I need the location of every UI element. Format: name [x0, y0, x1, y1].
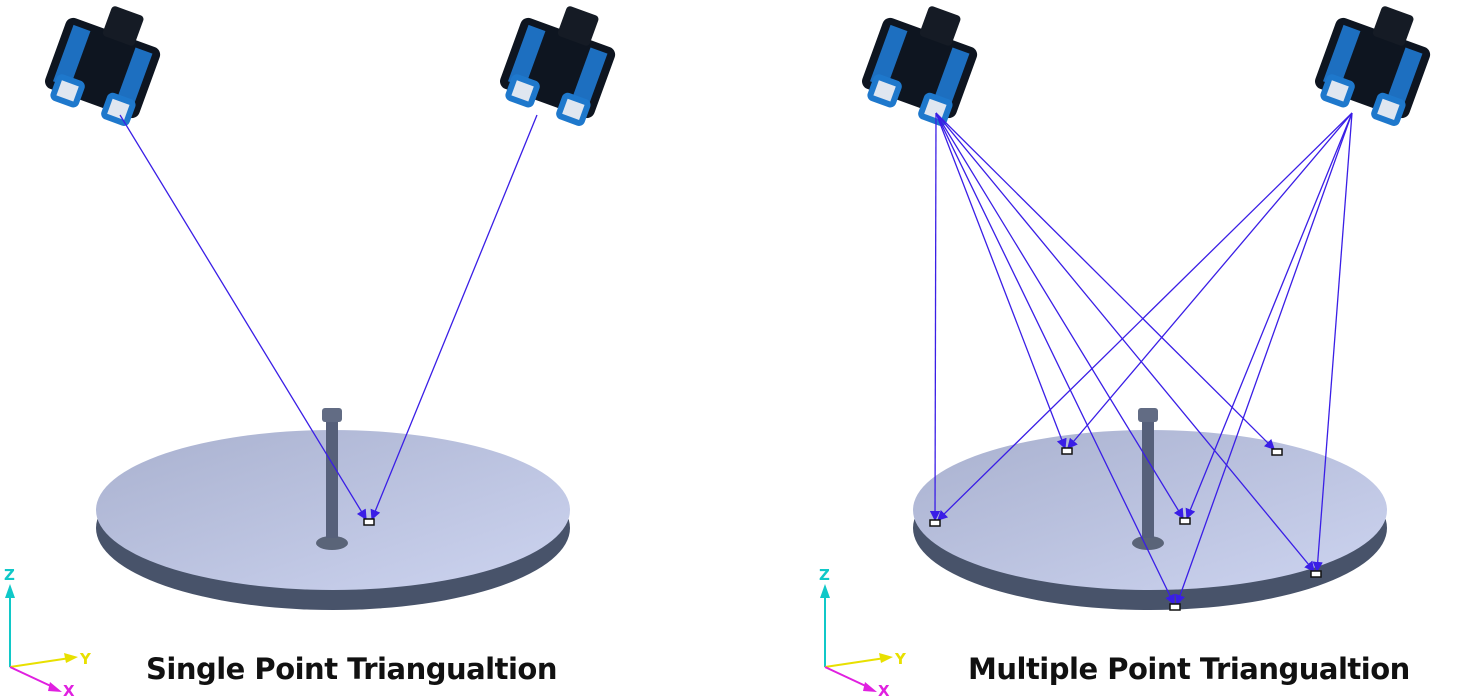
target-point	[1179, 517, 1191, 525]
right-camera	[1312, 5, 1433, 128]
ray	[119, 114, 367, 521]
z-axis-label: Z	[4, 566, 15, 584]
x-axis-label: X	[878, 682, 890, 699]
z-axis-label: Z	[819, 566, 830, 584]
target-point	[1271, 448, 1283, 456]
target-point	[1169, 603, 1181, 611]
right-camera	[497, 5, 618, 128]
target-point	[1061, 447, 1073, 455]
left-camera	[859, 5, 980, 128]
multiple-point-caption: Multiple Point Triangualtion	[968, 652, 1410, 686]
target-point	[1310, 570, 1322, 578]
ray	[1312, 112, 1353, 573]
ray	[935, 112, 1315, 573]
single-point-panel	[42, 5, 618, 610]
x-axis	[9, 666, 56, 689]
y-axis-label: Y	[894, 650, 907, 668]
ray	[935, 112, 1067, 450]
ray	[929, 112, 941, 522]
left-camera	[42, 5, 163, 128]
target-point	[929, 519, 941, 527]
ray	[935, 112, 1175, 606]
ray	[937, 112, 1353, 521]
x-axis-label: X	[63, 682, 75, 699]
y-axis	[9, 657, 71, 668]
axis-triad-left: Z Y X	[4, 566, 92, 699]
multiple-point-panel	[859, 5, 1433, 611]
single-point-caption: Single Point Triangualtion	[146, 652, 558, 686]
axis-triad-right: Z Y X	[819, 566, 907, 699]
ray	[370, 114, 538, 521]
ray	[935, 112, 1184, 520]
y-axis-label: Y	[79, 650, 92, 668]
ray	[935, 112, 1275, 450]
ray	[1175, 112, 1353, 606]
ray	[1185, 112, 1353, 520]
ray	[1067, 112, 1353, 449]
target-point	[363, 518, 375, 526]
